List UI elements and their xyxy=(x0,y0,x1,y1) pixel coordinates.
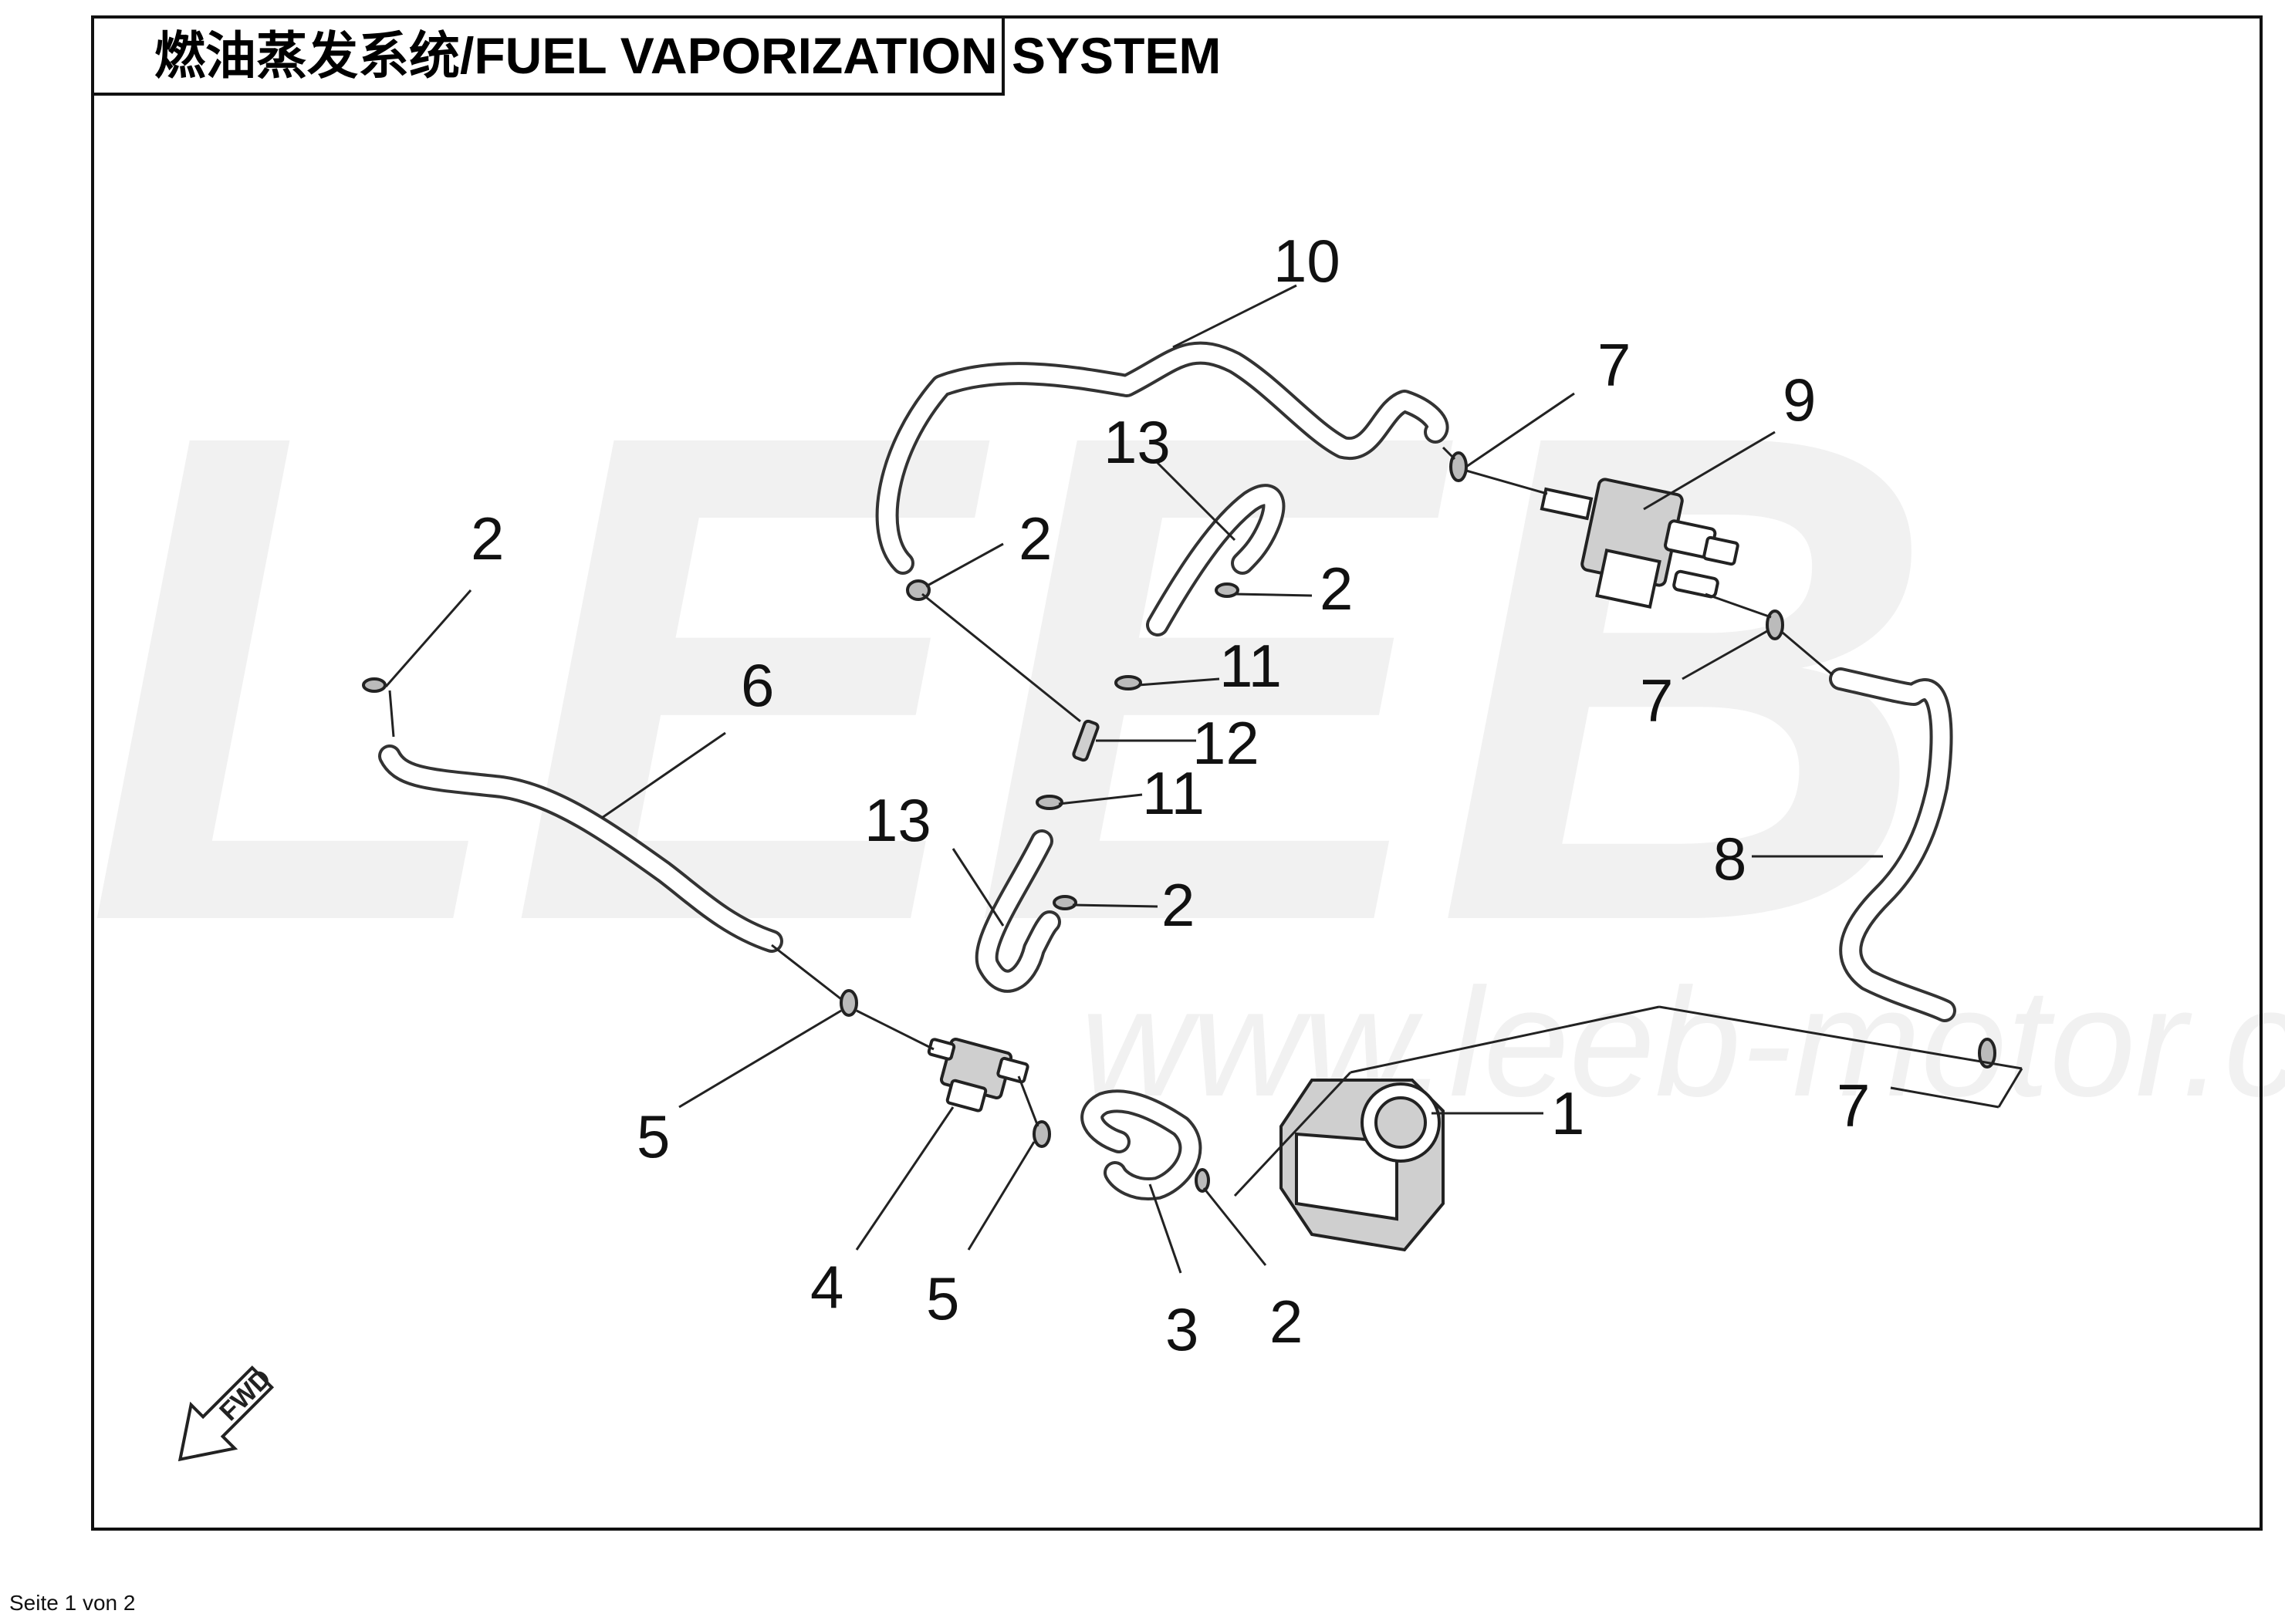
part-10-hose xyxy=(875,341,1449,575)
callout-2a: 2 xyxy=(471,505,504,572)
diagram-frame xyxy=(91,15,2263,1531)
callout-13a: 13 xyxy=(1104,408,1171,476)
callout-8: 8 xyxy=(1713,825,1746,893)
callout-1: 1 xyxy=(1551,1079,1584,1147)
clip-5a xyxy=(840,989,858,1017)
callout-13b: 13 xyxy=(864,786,931,854)
part-8-hose xyxy=(1829,667,1956,1022)
callout-12: 12 xyxy=(1192,709,1259,777)
callout-7b: 7 xyxy=(1640,667,1673,734)
callout-2b: 2 xyxy=(1019,505,1052,572)
callout-10: 10 xyxy=(1273,227,1340,295)
callout-2d: 2 xyxy=(1161,871,1195,939)
clip-2e xyxy=(1195,1168,1210,1193)
part-4-valve xyxy=(927,1038,1029,1112)
callout-5b: 5 xyxy=(926,1264,959,1332)
clip-2a xyxy=(362,677,387,693)
part-1-canister xyxy=(1279,1079,1445,1252)
clip-2c xyxy=(1215,582,1239,598)
callout-numbers: 1 2 2 2 2 2 3 4 5 5 6 7 7 7 8 9 10 11 11… xyxy=(471,227,1870,1363)
part-13-hose-upper xyxy=(1146,484,1286,636)
part-13-hose-lower xyxy=(975,829,1061,993)
callout-9: 9 xyxy=(1783,366,1816,434)
watermark-url: www.leeb-motor.com xyxy=(1080,957,2285,1129)
fwd-arrow-icon: FWD xyxy=(177,1364,277,1462)
clip-11a xyxy=(1114,675,1142,690)
callout-5a: 5 xyxy=(637,1102,670,1170)
callout-11b: 11 xyxy=(1142,759,1205,827)
part-6-hose xyxy=(378,744,783,953)
callout-2c: 2 xyxy=(1320,555,1353,623)
clip-7c xyxy=(1978,1038,1996,1069)
callout-3: 3 xyxy=(1165,1295,1198,1363)
callout-2e: 2 xyxy=(1269,1288,1303,1356)
part-3-hose-loop xyxy=(1080,1089,1202,1200)
callout-6: 6 xyxy=(741,651,774,719)
part-9-valve xyxy=(1540,478,1739,609)
page-footer: Seite 1 von 2 xyxy=(9,1591,136,1615)
clip-11b xyxy=(1036,795,1063,810)
clip-5b xyxy=(1033,1120,1051,1148)
callout-11a: 11 xyxy=(1219,632,1282,700)
clip-2d xyxy=(1053,895,1077,910)
callout-4: 4 xyxy=(810,1253,843,1321)
callout-7c: 7 xyxy=(1837,1072,1870,1140)
diagram-title: 燃油蒸发系统/FUEL VAPORIZATION SYSTEM xyxy=(154,27,1221,84)
clip-7b xyxy=(1766,609,1784,640)
watermark: LEEB www.leeb-motor.com xyxy=(85,289,2285,1129)
leader-lines xyxy=(384,284,2023,1274)
connector-12 xyxy=(1072,719,1100,762)
title-box: 燃油蒸发系统/FUEL VAPORIZATION SYSTEM xyxy=(91,15,1221,96)
callout-7a: 7 xyxy=(1597,331,1631,399)
clips xyxy=(362,451,1996,1193)
